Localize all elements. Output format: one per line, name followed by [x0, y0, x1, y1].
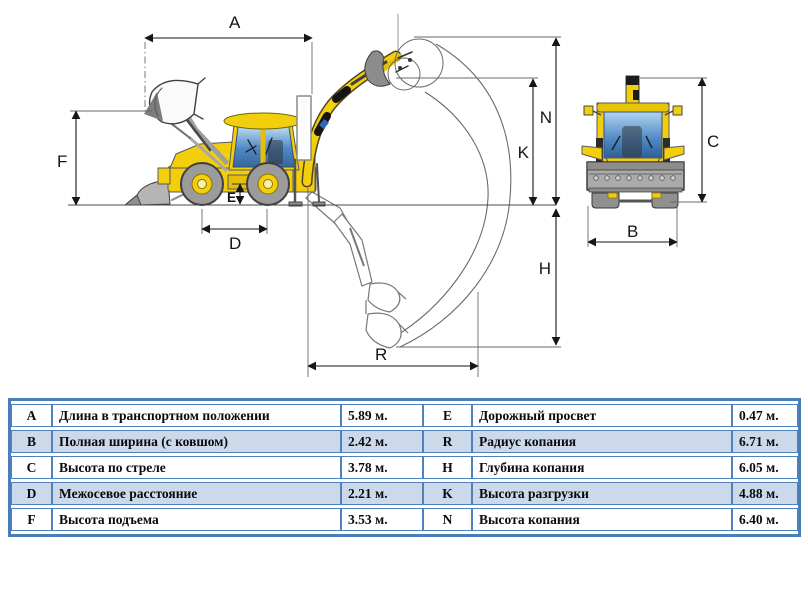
- envelope-inner-arc: [393, 91, 489, 338]
- cab-seat: [268, 140, 283, 164]
- dim-value: 6.40 м.: [732, 508, 798, 531]
- dim-value: 6.71 м.: [732, 430, 798, 453]
- dim-description: Высота по стреле: [52, 456, 341, 479]
- dim-B: B: [587, 206, 678, 247]
- dim-description: Межосевое расстояние: [52, 482, 341, 505]
- spec-table-wrap: A Длина в транспортном положении 5.89 м.…: [8, 398, 801, 537]
- table-row: F Высота подъема 3.53 м. N Высота копани…: [11, 508, 798, 531]
- front-wheel: [180, 162, 224, 206]
- table-row: B Полная ширина (с ковшом) 2.42 м. R Рад…: [11, 430, 798, 453]
- dim-value: 6.05 м.: [732, 456, 798, 479]
- dim-letter: N: [423, 508, 472, 531]
- dim-E: E: [227, 183, 248, 205]
- dim-N: N: [414, 36, 561, 206]
- side-mirrors: [583, 105, 683, 116]
- dim-D: D: [201, 209, 268, 253]
- front-exhaust: [625, 75, 640, 107]
- dim-F: F: [57, 110, 152, 206]
- dim-label-A: A: [229, 13, 241, 32]
- dim-label-D: D: [229, 234, 241, 253]
- dim-value: 2.21 м.: [341, 482, 423, 505]
- dim-value: 3.78 м.: [341, 456, 423, 479]
- dim-letter: E: [423, 404, 472, 427]
- dim-value: 4.88 м.: [732, 482, 798, 505]
- dim-letter: K: [423, 482, 472, 505]
- dim-K: K: [396, 77, 538, 206]
- dim-description: Высота разгрузки: [472, 482, 732, 505]
- exhaust-stack: [296, 95, 312, 161]
- dim-letter: C: [11, 456, 52, 479]
- loader-bucket-raised: [144, 77, 206, 125]
- spec-table: A Длина в транспортном положении 5.89 м.…: [11, 401, 798, 534]
- dim-label-H: H: [539, 259, 551, 278]
- backhoe-arm-lowered: [305, 191, 409, 349]
- cab-roof: [223, 112, 303, 130]
- dim-A: A: [144, 13, 313, 112]
- dim-value: 3.53 м.: [341, 508, 423, 531]
- dim-label-F: F: [57, 152, 67, 171]
- dim-description: Дорожный просвет: [472, 404, 732, 427]
- dim-H: H: [396, 208, 561, 348]
- table-row: C Высота по стреле 3.78 м. H Глубина коп…: [11, 456, 798, 479]
- dim-value: 2.42 м.: [341, 430, 423, 453]
- dim-description: Длина в транспортном положении: [52, 404, 341, 427]
- dim-letter: R: [423, 430, 472, 453]
- dimension-lines: A F E D: [57, 13, 719, 377]
- dim-R: R: [307, 188, 479, 377]
- dim-letter: A: [11, 404, 52, 427]
- front-counterweight: [157, 167, 171, 185]
- dim-letter: H: [423, 456, 472, 479]
- front-view: [581, 75, 685, 209]
- side-view: [124, 13, 444, 207]
- front-bucket: [586, 161, 685, 193]
- envelope-outer-arc: [399, 43, 512, 348]
- dim-label-R: R: [375, 345, 387, 364]
- backhoe-bucket-raised: [364, 13, 444, 91]
- dim-label-K: K: [518, 143, 530, 162]
- dim-label-C: C: [707, 132, 719, 151]
- dim-letter: B: [11, 430, 52, 453]
- digging-envelope: [305, 43, 512, 349]
- dim-letter: F: [11, 508, 52, 531]
- dim-description: Радиус копания: [472, 430, 732, 453]
- backhoe-boom-raised: [301, 50, 403, 188]
- dim-description: Глубина копания: [472, 456, 732, 479]
- dimension-diagram: A F E D: [57, 13, 719, 377]
- dim-description: Полная ширина (с ковшом): [52, 430, 341, 453]
- front-wheels: [591, 192, 679, 209]
- dim-value: 0.47 м.: [732, 404, 798, 427]
- dim-label-N: N: [540, 108, 552, 127]
- table-row: A Длина в транспортном положении 5.89 м.…: [11, 404, 798, 427]
- dim-description: Высота копания: [472, 508, 732, 531]
- dim-label-E: E: [227, 190, 236, 205]
- front-cab: [596, 102, 670, 164]
- stabilizer-legs: [288, 158, 326, 207]
- front-seat: [622, 126, 642, 158]
- cab: [223, 112, 303, 171]
- backhoe-bucket-mid: [367, 282, 401, 313]
- diagram-svg: A F E D: [57, 13, 719, 377]
- dim-C: C: [640, 77, 719, 203]
- dim-value: 5.89 м.: [341, 404, 423, 427]
- dim-description: Высота подъема: [52, 508, 341, 531]
- rear-wheel: [246, 162, 290, 206]
- table-row: D Межосевое расстояние 2.21 м. K Высота …: [11, 482, 798, 505]
- backhoe-bucket-bottom: [365, 312, 402, 349]
- dim-letter: D: [11, 482, 52, 505]
- dim-label-B: B: [627, 222, 638, 241]
